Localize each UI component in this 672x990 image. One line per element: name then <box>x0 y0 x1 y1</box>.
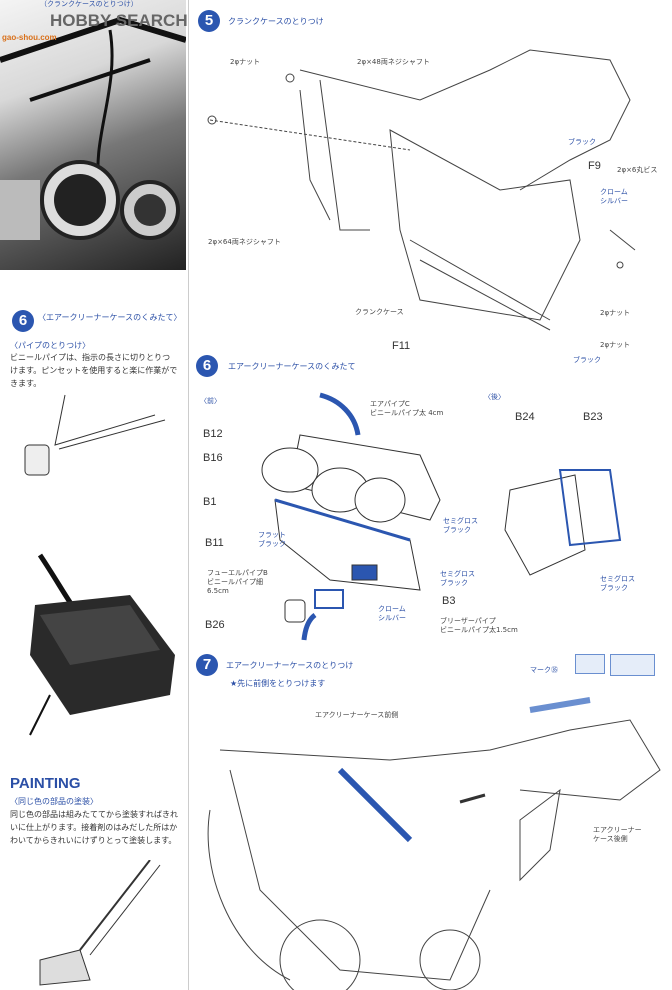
step5-badge: 5 <box>198 10 220 32</box>
step6-title: エアークリーナーケースのくみたて <box>228 362 356 371</box>
label-screw: 2φ×6丸ビス <box>617 166 658 174</box>
step7-frame-drawing <box>207 697 661 990</box>
label-semigloss-2: セミグロス ブラック <box>440 570 475 588</box>
label-chrome-silver-2: クローム シルバー <box>378 605 406 623</box>
part-b23: B23 <box>583 411 603 423</box>
label-air-pipe: エアパイプC ビニールパイプ太 4cm <box>370 400 444 418</box>
label-chrome-silver: クローム シルバー <box>600 188 628 206</box>
front-label: 〈前〉 <box>200 397 221 405</box>
paintbrush-illustration <box>39 860 161 986</box>
label-semigloss-3: セミグロス ブラック <box>600 575 635 593</box>
decal-icon <box>575 654 605 674</box>
part-b24: B24 <box>515 411 535 423</box>
left-step6-title: 〈エアークリーナーケースのくみたて〉 <box>38 313 182 322</box>
column-divider <box>188 0 189 990</box>
rear-label: 〈後〉 <box>484 393 505 401</box>
label-black-top: ブラック <box>568 138 596 146</box>
part-b12: B12 <box>203 428 223 440</box>
step7-title: エアークリーナーケースのとりつけ <box>226 661 354 670</box>
label-fuel-pipe: フューエルパイプB ビニールパイプ細 6.5cm <box>207 569 268 596</box>
painting-title: PAINTING <box>10 775 81 792</box>
label-semigloss-1: セミグロス ブラック <box>443 517 478 535</box>
part-b26: B26 <box>205 619 225 631</box>
part-b11: B11 <box>205 537 224 549</box>
label-breather: ブリーザーパイプ ビニールパイプ太1.5cm <box>440 617 518 635</box>
step6-badge: 6 <box>196 355 218 377</box>
label-front-case: エアクリーナーケース前側 <box>315 711 399 719</box>
watermark-brand: HOBBY SEARCH <box>50 11 188 30</box>
label-mark: マーク㉟ <box>530 666 558 674</box>
left-step6-subtitle: 〈パイプのとりつけ〉 <box>10 341 91 350</box>
label-flat-black: フラット ブラック <box>258 531 286 549</box>
label-shaft64: 2φ×64両ネジシャフト <box>208 238 281 246</box>
label-nut-bottom: 2φナット <box>600 341 631 349</box>
part-f9: F9 <box>588 160 601 172</box>
part-b3: B3 <box>442 595 456 607</box>
airbox-photo <box>10 545 180 745</box>
step6-airbox-drawing <box>261 392 622 641</box>
label-black-bottom: ブラック <box>573 356 601 364</box>
left-step6-badge: 6 <box>12 310 34 332</box>
label-rear-case: エアクリーナー ケース後側 <box>593 826 642 844</box>
step7-note: ★先に前側をとりつけます <box>230 679 326 688</box>
engine-photo-drawing <box>0 16 187 240</box>
tweezers-illustration <box>24 394 166 476</box>
left-step6-body: ビニールパイプは、指示の長さに切りとりつけます。ピンセットを使用すると楽に作業が… <box>10 353 178 388</box>
decal-icon-2 <box>610 654 655 676</box>
watermark-site: gao-shou.com <box>2 33 57 42</box>
engine-photo <box>0 0 187 270</box>
step5-title: クランクケースのとりつけ <box>228 17 324 26</box>
step7-badge: 7 <box>196 654 218 676</box>
painting-subtitle: 〈同じ色の部品の塗装〉 <box>10 797 98 806</box>
label-nut-mid: 2φナット <box>600 309 631 317</box>
painting-body: 同じ色の部品は組みたててから塗装すればきれいに仕上がります。接着剤のはみだした所… <box>10 810 178 845</box>
part-b16: B16 <box>203 452 223 464</box>
watermark-logo: HOBBY SEARCH gao-shou.com <box>2 2 188 47</box>
step5-frame-drawing <box>207 49 636 331</box>
label-shaft48: 2φ×48両ネジシャフト <box>357 58 430 66</box>
part-f11: F11 <box>392 340 411 352</box>
part-b1: B1 <box>203 496 217 508</box>
label-nut-top: 2φナット <box>230 58 261 66</box>
top-caption: （クランクケースのとりつけ） <box>40 0 138 8</box>
label-crankcase: クランクケース <box>355 308 404 316</box>
